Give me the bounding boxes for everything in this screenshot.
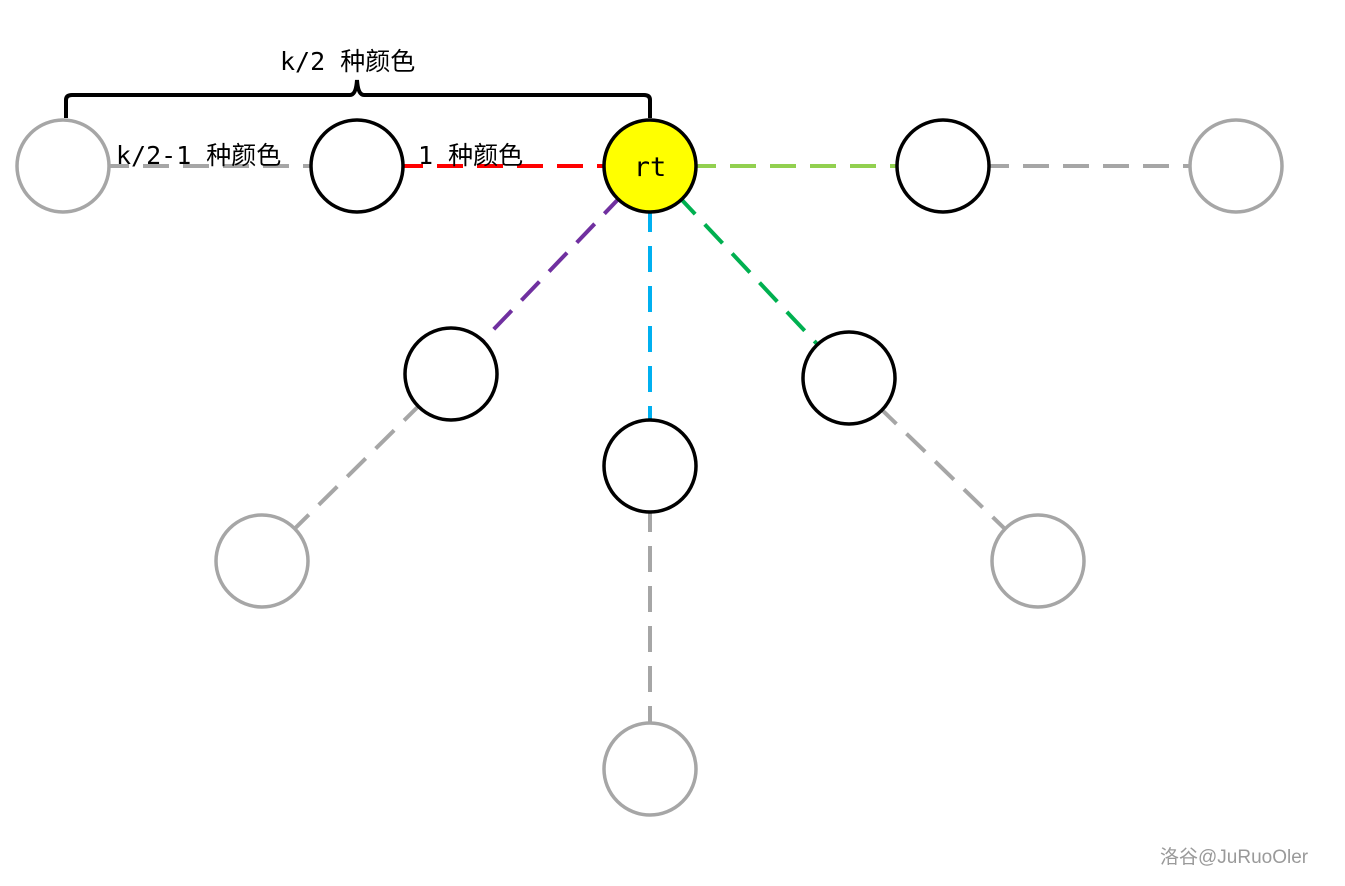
node-D bbox=[1188, 118, 1284, 214]
node-C bbox=[895, 118, 991, 214]
edge-rt-I bbox=[648, 164, 851, 380]
root-node bbox=[602, 118, 698, 214]
node-F bbox=[214, 513, 310, 609]
brace-label: k/2 种颜色 bbox=[280, 47, 416, 76]
left-path-label: k/2-1 种颜色 bbox=[116, 141, 282, 170]
first-edge-label: 1 种颜色 bbox=[418, 141, 524, 170]
brace bbox=[64, 79, 652, 118]
node-J bbox=[990, 513, 1086, 609]
root-label: rt bbox=[634, 152, 667, 183]
edge-rt-E bbox=[449, 164, 652, 376]
watermark: 洛谷@JuRuoOler bbox=[1160, 847, 1309, 868]
node-E bbox=[403, 326, 499, 422]
node-B bbox=[309, 118, 405, 214]
node-I bbox=[801, 330, 897, 426]
node-H bbox=[602, 721, 698, 817]
node-A bbox=[15, 118, 111, 214]
node-G bbox=[602, 418, 698, 514]
